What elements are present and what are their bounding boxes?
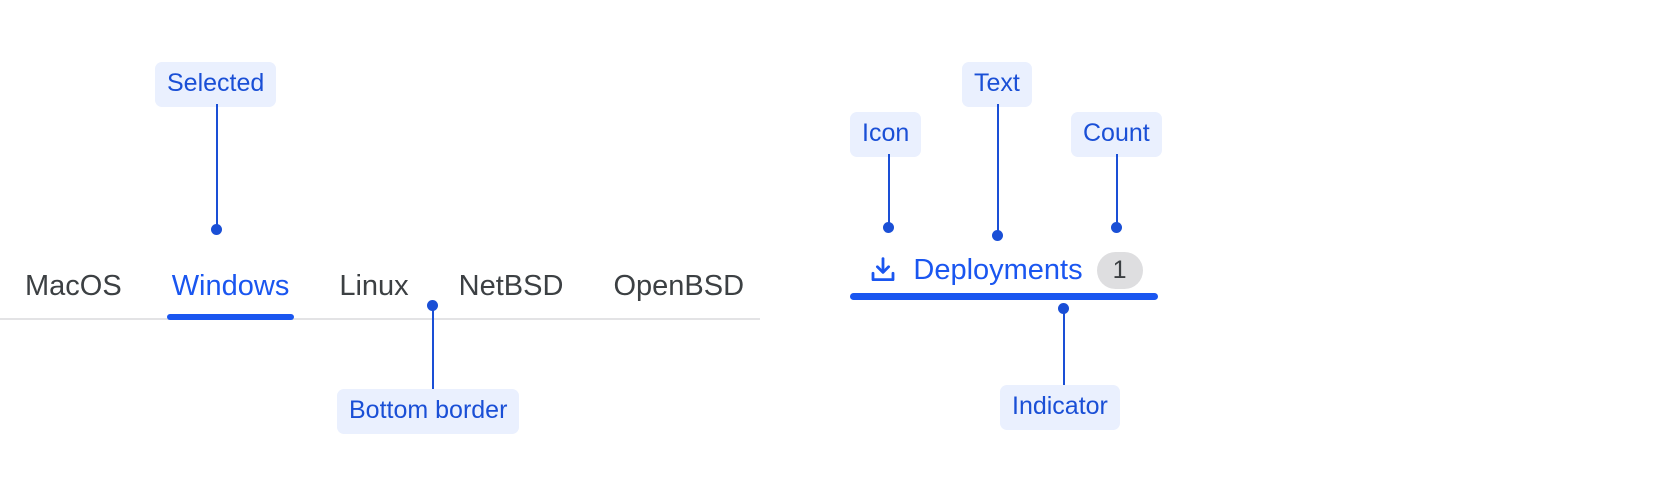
annotation-dot-count bbox=[1111, 222, 1122, 233]
annotation-dot-bottom-border bbox=[427, 300, 438, 311]
tab-openbsd[interactable]: OpenBSD bbox=[588, 246, 769, 318]
annotation-label-selected: Selected bbox=[155, 62, 277, 107]
tab-linux[interactable]: Linux bbox=[314, 246, 433, 318]
annotation-leader-text bbox=[997, 104, 999, 232]
annotation-dot-indicator bbox=[1058, 303, 1069, 314]
deployments-tab-content: Deployments 1 bbox=[850, 246, 1160, 294]
download-icon bbox=[871, 257, 895, 281]
deployments-tab-label: Deployments bbox=[913, 253, 1083, 286]
deployments-tab-indicator bbox=[850, 293, 1158, 300]
annotation-leader-bottom-border bbox=[432, 306, 434, 390]
annotation-label-indicator: Indicator bbox=[1000, 385, 1120, 430]
os-tab-list: MacOS Windows Linux NetBSD OpenBSD bbox=[0, 246, 769, 320]
os-tab-bar: MacOS Windows Linux NetBSD OpenBSD bbox=[0, 246, 760, 320]
annotation-label-count: Count bbox=[1071, 112, 1162, 157]
annotation-leader-selected bbox=[216, 104, 218, 230]
tab-macos[interactable]: MacOS bbox=[0, 246, 147, 318]
annotation-leader-indicator bbox=[1063, 309, 1065, 386]
deployments-count-badge: 1 bbox=[1096, 251, 1143, 289]
annotation-label-icon: Icon bbox=[850, 112, 922, 157]
annotation-label-bottom-border: Bottom border bbox=[337, 389, 520, 434]
annotation-leader-icon bbox=[888, 154, 890, 228]
annotation-label-text: Text bbox=[962, 62, 1032, 107]
tab-windows[interactable]: Windows bbox=[147, 246, 315, 320]
deployments-tab[interactable]: Deployments 1 bbox=[850, 246, 1160, 300]
annotation-dot-text bbox=[992, 230, 1003, 241]
annotation-dot-icon bbox=[883, 222, 894, 233]
annotation-dot-selected bbox=[211, 224, 222, 235]
annotation-leader-count bbox=[1116, 154, 1118, 228]
tab-netbsd[interactable]: NetBSD bbox=[434, 246, 589, 318]
